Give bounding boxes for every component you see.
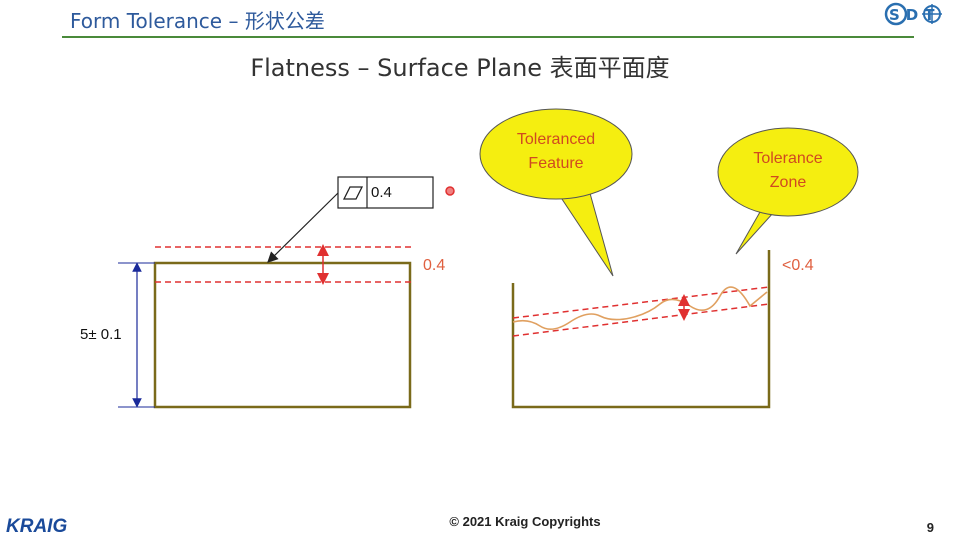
zone-line-lower — [512, 303, 770, 337]
feature-control-frame — [337, 176, 434, 209]
callout-feature-bubble — [479, 108, 633, 200]
callout-feature-text: Toleranced Feature — [486, 128, 626, 176]
page-number: 9 — [926, 520, 934, 535]
tolerance-label-right: <0.4 — [782, 257, 814, 274]
flatness-symbol-icon — [342, 186, 364, 200]
kraig-logo: KRAIG — [6, 516, 67, 537]
callout-feature-line2: Feature — [528, 155, 584, 172]
slide-title: Flatness – Surface Plane 表面平面度 — [250, 54, 670, 82]
callout-zone-line1: Tolerance — [753, 150, 823, 167]
part-profile — [511, 250, 771, 409]
logo-text: SDT — [889, 6, 941, 24]
sdt-logo: SDT — [884, 2, 942, 26]
callout-zone-text: Tolerance Zone — [718, 147, 858, 195]
fcf-tolerance-value: 0.4 — [371, 184, 392, 201]
copyright-text: © 2021 Kraig Copyrights — [449, 514, 601, 529]
callout-zone-bubble — [717, 127, 859, 217]
logo-s-ring — [884, 2, 908, 26]
pointer-dot — [445, 186, 455, 196]
callout-zone-line2: Zone — [769, 174, 807, 191]
header-divider — [62, 36, 914, 38]
wavy-surface — [512, 286, 768, 330]
header-title: Form Tolerance – 形状公差 — [70, 9, 325, 33]
callout-feature-line1: Toleranced — [516, 131, 596, 148]
tolerance-label-left: 0.4 — [423, 257, 446, 274]
zone-line-upper — [512, 286, 770, 319]
leader-line — [267, 192, 339, 263]
height-dimension-label: 5± 0.1 — [80, 326, 122, 343]
part-block — [153, 261, 412, 409]
